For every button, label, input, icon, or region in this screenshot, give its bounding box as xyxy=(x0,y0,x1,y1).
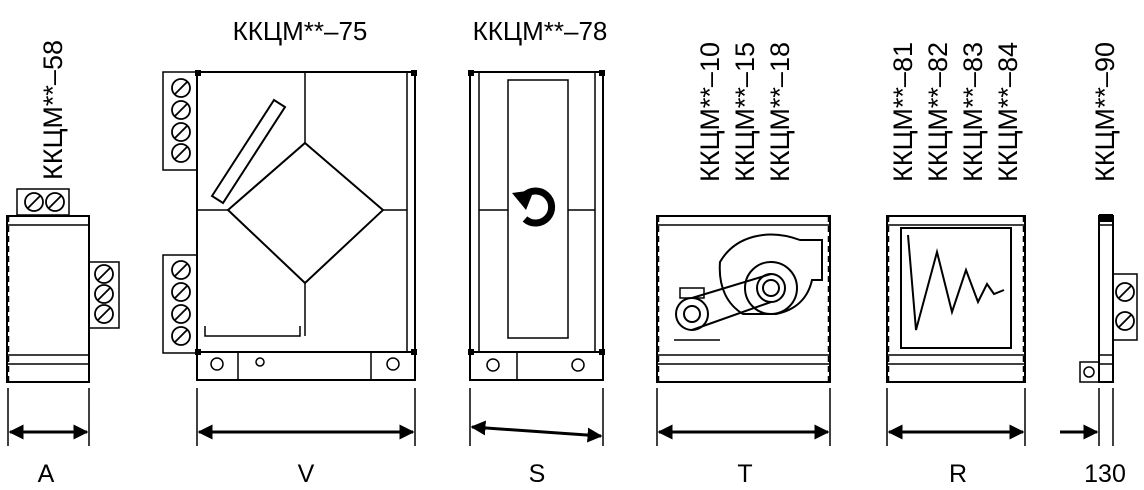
label-section-r-4: ККЦМ**–84 xyxy=(993,42,1023,182)
bottom-label-s: S xyxy=(529,460,546,488)
bottom-label-130: 130 xyxy=(1084,460,1126,488)
section-v xyxy=(162,70,417,381)
bottom-label-v: V xyxy=(298,460,315,488)
bottom-label-t: T xyxy=(737,460,752,488)
label-section-r-2: ККЦМ**–82 xyxy=(923,42,953,182)
bottom-label-a: A xyxy=(38,460,55,488)
dimension-lines xyxy=(7,388,1114,446)
bottom-label-r: R xyxy=(949,460,967,488)
label-section-s: ККЦМ**–78 xyxy=(473,16,608,46)
label-section-r-1: ККЦМ**–81 xyxy=(888,42,918,182)
label-section-r-3: ККЦМ**–83 xyxy=(958,42,988,182)
label-section-t-3: ККЦМ**–18 xyxy=(765,42,795,182)
section-a xyxy=(6,188,120,383)
label-section-t-1: ККЦМ**–10 xyxy=(695,42,725,182)
section-r xyxy=(886,215,1026,383)
section-130 xyxy=(1079,214,1138,383)
label-section-v: ККЦМ**–75 xyxy=(233,16,368,46)
label-section-130: ККЦМ**–90 xyxy=(1090,42,1120,182)
section-t xyxy=(656,215,831,383)
label-section-a: ККЦМ**–58 xyxy=(38,40,68,180)
label-section-t-2: ККЦМ**–15 xyxy=(730,42,760,182)
section-s xyxy=(468,70,605,381)
